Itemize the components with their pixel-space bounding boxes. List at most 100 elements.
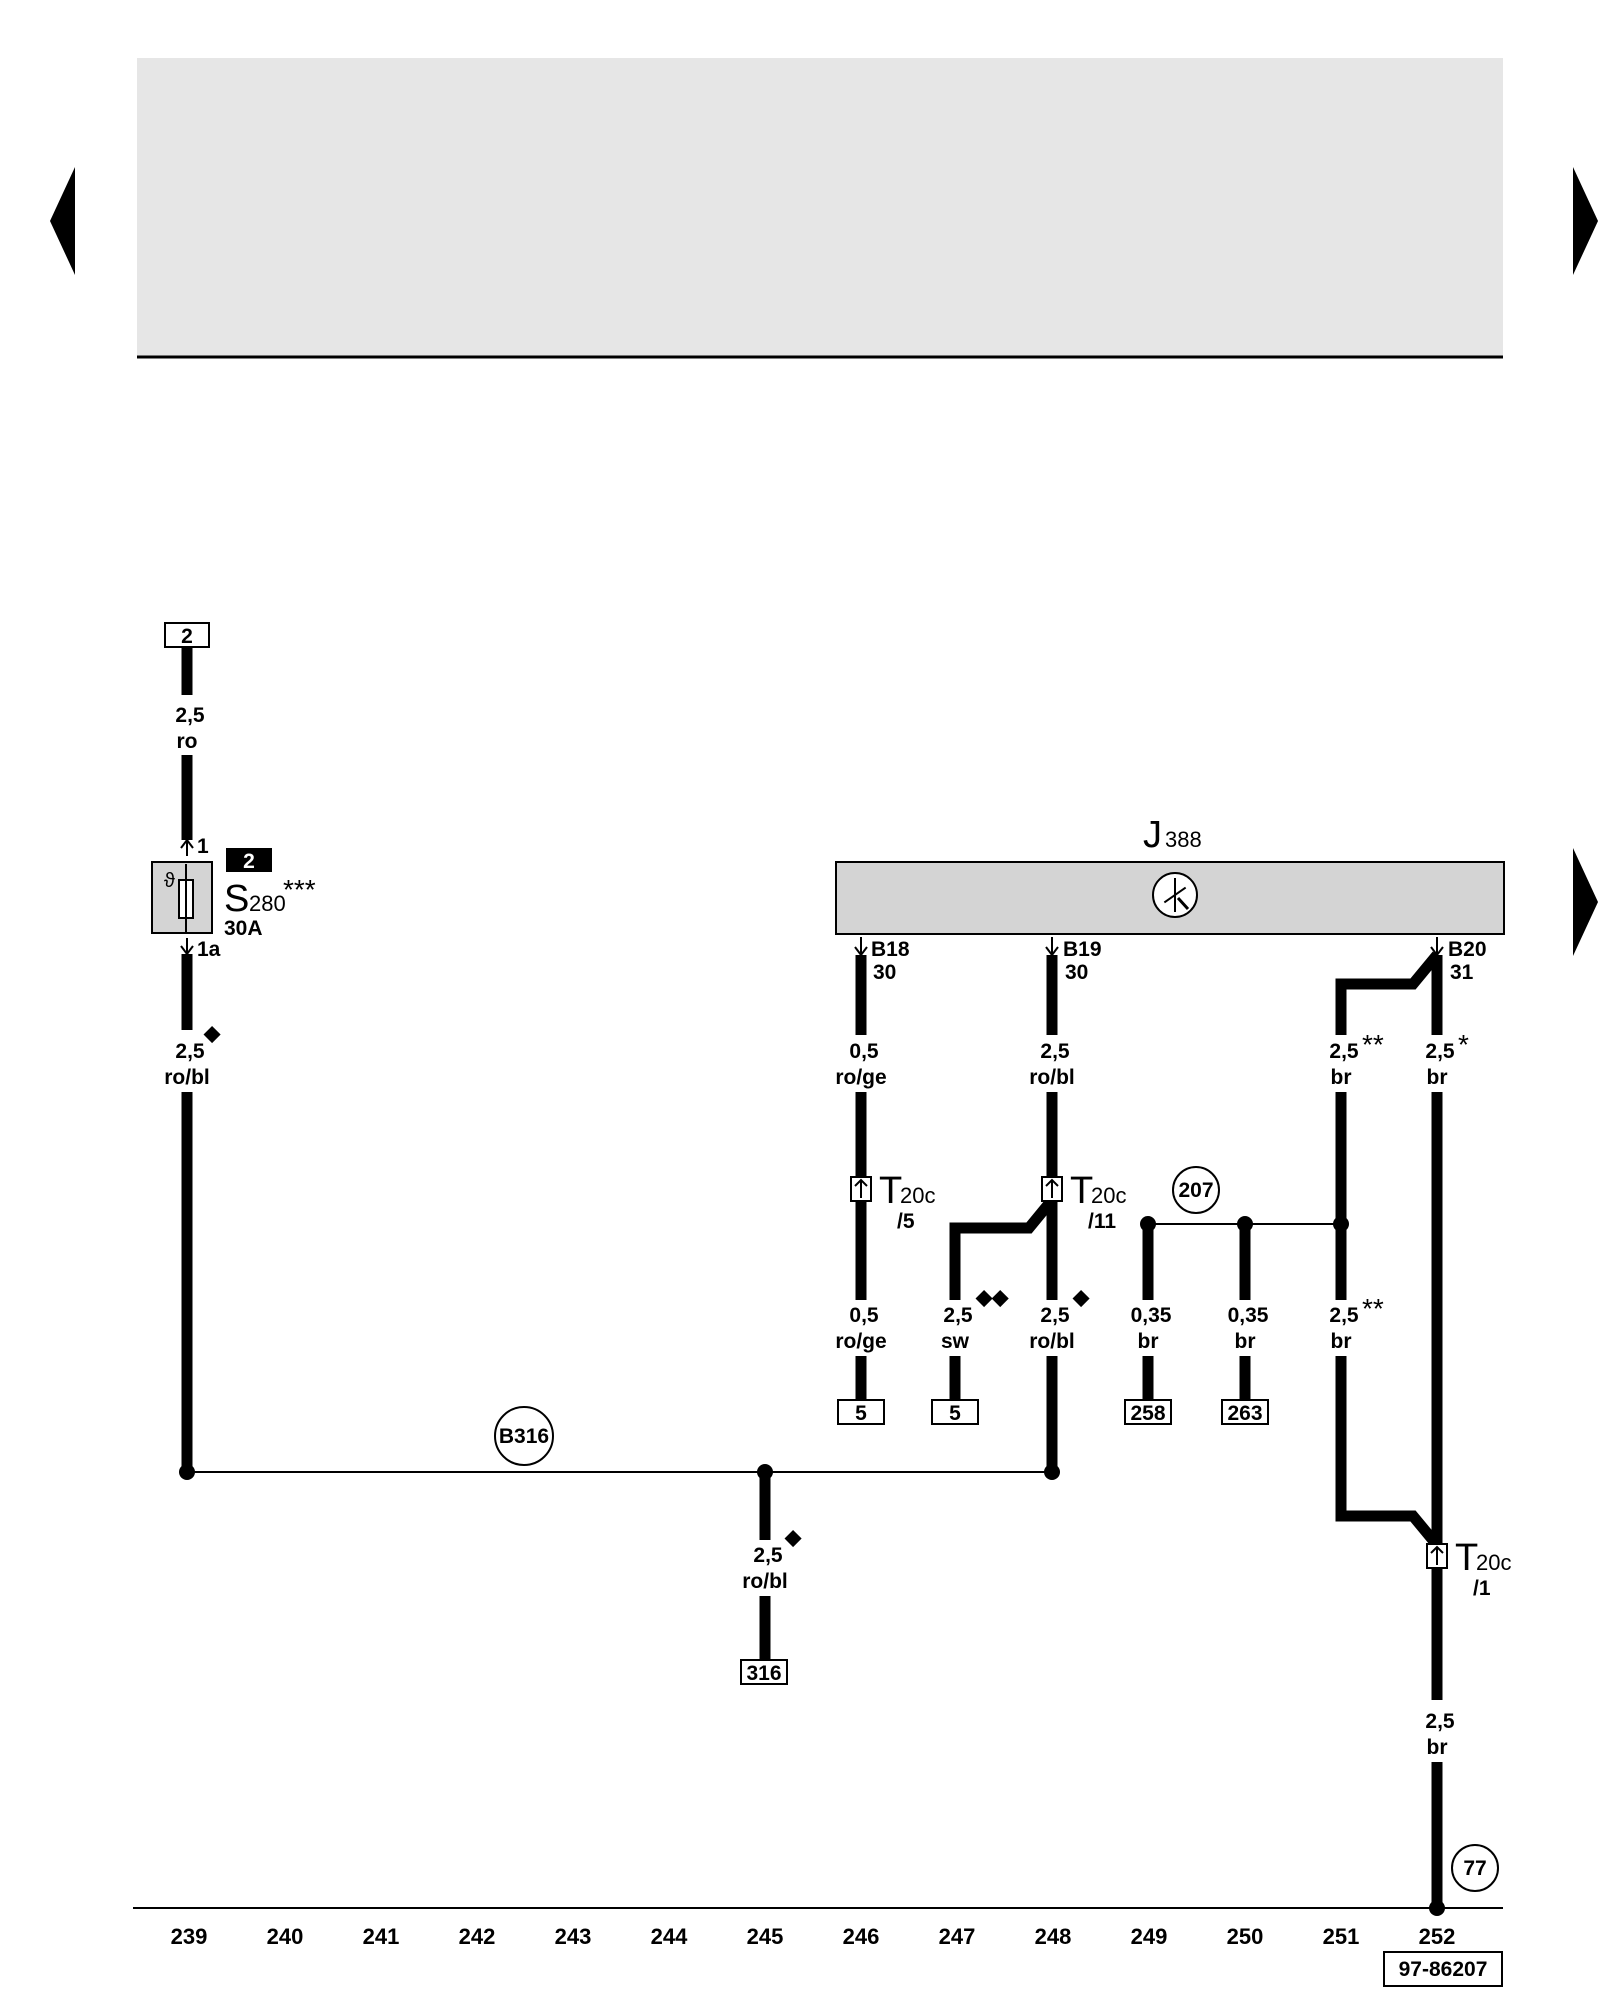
scale-label: 245 <box>747 1924 784 1949</box>
wire-segment <box>949 1196 1057 1300</box>
scale-label: 244 <box>651 1924 688 1949</box>
connector-name: T <box>1455 1537 1478 1579</box>
reference-label: 258 <box>1130 1402 1165 1425</box>
scale-label: 246 <box>843 1924 880 1949</box>
reference-box[interactable] <box>837 1399 885 1425</box>
splice-label: B316 <box>499 1425 549 1448</box>
scale-label: 242 <box>459 1924 496 1949</box>
scale-label: 240 <box>267 1924 304 1949</box>
drawing-number-box <box>1383 1951 1503 1987</box>
wire-mark: ** <box>1362 1293 1384 1324</box>
connector-pin: /5 <box>897 1210 915 1233</box>
connector-pin: /11 <box>1088 1210 1116 1233</box>
wire-segment <box>1335 951 1442 1035</box>
triangle-right-icon[interactable] <box>1573 848 1598 956</box>
wire-color-label: ro/bl <box>1029 1066 1075 1089</box>
pin-arrow-icon <box>180 938 194 956</box>
connector-name-sub: 20c <box>1476 1550 1511 1575</box>
wire-color-label: br <box>1138 1330 1159 1353</box>
fuse-pin-out: 1a <box>197 938 221 961</box>
wire-mark: ◆ <box>203 1022 221 1045</box>
fuse-pin-in: 1 <box>197 835 209 858</box>
reference-box[interactable] <box>740 1659 788 1685</box>
fuse-name-sub: 280 <box>249 891 286 916</box>
wire-size-label: 2,5 <box>175 1040 205 1063</box>
wire-size-label: 2,5 <box>1040 1040 1070 1063</box>
drawing-number: 97-86207 <box>1399 1958 1488 1981</box>
connector-name-sub: 20c <box>900 1183 935 1208</box>
pin-id: B20 <box>1448 938 1487 961</box>
reference-box[interactable] <box>1221 1399 1269 1425</box>
wire-size-label: 2,5 <box>1329 1040 1359 1063</box>
scale-label: 247 <box>939 1924 976 1949</box>
wire-mark: ◆ <box>784 1526 802 1549</box>
ground-77[interactable] <box>1451 1844 1499 1892</box>
wire-size-label: 2,5 <box>1425 1710 1455 1733</box>
scale-label: 252 <box>1419 1924 1456 1949</box>
fuse-badge <box>226 848 272 872</box>
junction-dot <box>179 1464 195 1480</box>
wire-segment <box>1335 1356 1442 1549</box>
ground-label: 77 <box>1463 1857 1486 1880</box>
wire-size-label: 0,35 <box>1228 1304 1269 1327</box>
connector-name: T <box>879 1170 902 1212</box>
reference-label: 5 <box>949 1402 961 1425</box>
wire-color-label: br <box>1427 1736 1448 1759</box>
fuse-name: S <box>224 878 249 920</box>
triangle-right-icon[interactable] <box>1573 167 1598 275</box>
reference-box[interactable] <box>931 1399 979 1425</box>
reference-label: 263 <box>1227 1402 1262 1425</box>
pin-arrow-icon <box>854 937 868 957</box>
motor-symbol-icon <box>1152 872 1198 918</box>
wire-size-label: 2,5 <box>175 704 205 727</box>
triangle-left-icon[interactable] <box>50 167 75 275</box>
wire-color-label: br <box>1235 1330 1256 1353</box>
scale-label: 239 <box>171 1924 208 1949</box>
fuse-stars: *** <box>283 874 316 905</box>
pin-id: B19 <box>1063 938 1102 961</box>
wire-color-label: ro/bl <box>1029 1330 1075 1353</box>
pin-arrow-icon <box>1430 1545 1444 1565</box>
wire-color-label: br <box>1427 1066 1448 1089</box>
pin-id: B18 <box>871 938 910 961</box>
wire-color-label: ro <box>177 730 198 753</box>
pin-arrow-icon <box>1045 1178 1059 1198</box>
reference-label: 5 <box>855 1402 867 1425</box>
scale-label: 250 <box>1227 1924 1264 1949</box>
wire-color-label: br <box>1331 1066 1352 1089</box>
wire-mark: ◆ <box>1072 1286 1090 1309</box>
wire-mark: ** <box>1362 1029 1384 1060</box>
wire-mark: ◆◆ <box>975 1286 1009 1309</box>
scale-label: 243 <box>555 1924 592 1949</box>
wire-color-label: ro/ge <box>835 1330 886 1353</box>
pin-terminal: 31 <box>1450 961 1474 984</box>
connector-name: T <box>1070 1170 1093 1212</box>
fuse-rating: 30A <box>224 917 263 940</box>
connector-name-sub: 20c <box>1091 1183 1126 1208</box>
pin-terminal: 30 <box>1065 961 1088 984</box>
pin-arrow-icon <box>1045 937 1059 957</box>
reference-box[interactable] <box>1124 1399 1172 1425</box>
pin-terminal: 30 <box>873 961 896 984</box>
wire-size-label: 0,5 <box>849 1040 879 1063</box>
scale-label: 249 <box>1131 1924 1168 1949</box>
reference-label: 2 <box>181 625 193 648</box>
wire-color-label: ro/bl <box>164 1066 210 1089</box>
pin-arrow-icon <box>854 1178 868 1198</box>
wire-size-label: 0,5 <box>849 1304 879 1327</box>
wire-size-label: 2,5 <box>1425 1040 1455 1063</box>
scale-label: 248 <box>1035 1924 1072 1949</box>
wire-size-label: 2,5 <box>1329 1304 1359 1327</box>
pin-arrow-icon <box>180 838 194 856</box>
connector-pin: /1 <box>1473 1577 1491 1600</box>
fuse-badge-label: 2 <box>243 850 255 873</box>
thermal-symbol-icon: ϑ <box>164 870 175 892</box>
wire-color-label: sw <box>941 1330 970 1353</box>
splice-b316[interactable] <box>494 1406 554 1466</box>
control-unit-name-sub: 388 <box>1165 827 1202 852</box>
splice-207[interactable] <box>1172 1166 1220 1214</box>
wire-size-label: 2,5 <box>1040 1304 1070 1327</box>
wire-color-label: ro/bl <box>742 1570 788 1593</box>
